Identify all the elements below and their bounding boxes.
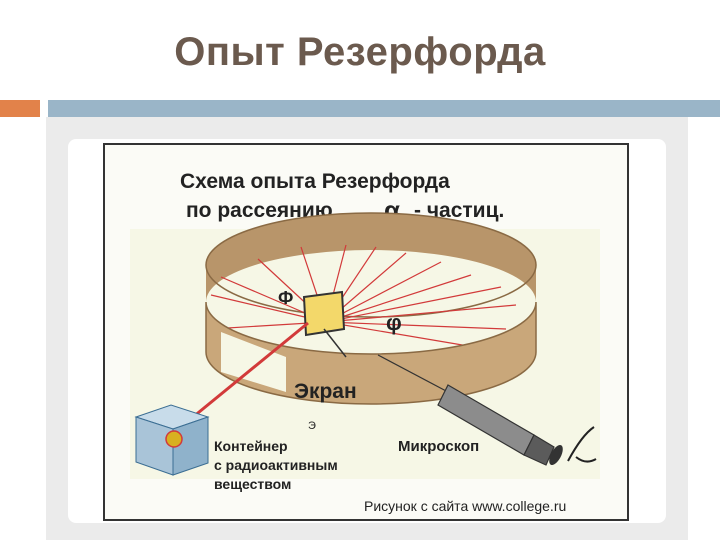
ring-front-wall — [205, 301, 537, 405]
foil-label: Ф — [278, 288, 293, 308]
rutherford-experiment-figure: Схема опыта Резерфорда по рассеянию α - … — [46, 117, 688, 540]
angle-label: φ — [386, 310, 402, 335]
figure-heading-line2-post: - частиц. — [414, 199, 504, 222]
container-label-line3: веществом — [214, 476, 291, 492]
small-screen-label: Э — [308, 420, 316, 432]
eye-icon — [567, 426, 597, 463]
radioactive-container — [134, 404, 210, 476]
container-label-line2: с радиоактивным — [214, 457, 338, 473]
figure-heading-line1: Схема опыта Резерфорда — [180, 170, 450, 193]
ring-back-wall — [206, 213, 536, 302]
ring-opening — [221, 332, 286, 392]
ring-top-edge — [205, 212, 537, 318]
gold-foil — [302, 290, 346, 337]
source-credit: Рисунок с сайта www.college.ru — [364, 498, 566, 514]
foil-stand — [323, 328, 347, 358]
microscope-icon — [377, 354, 563, 466]
slide-title: Опыт Резерфорда — [174, 30, 546, 74]
rutherford-diagram: Схема опыта Резерфорда по рассеянию α - … — [68, 139, 666, 523]
accent-bar-orange — [0, 100, 40, 117]
container-label-line1: Контейнер — [214, 438, 288, 454]
radioactive-source — [165, 430, 183, 448]
microscope-label: Микроскоп — [398, 438, 479, 455]
accent-bar-blue — [48, 100, 720, 117]
screen-label: Экран — [294, 380, 357, 403]
figure-heading-line2-pre: по рассеянию — [186, 199, 333, 222]
